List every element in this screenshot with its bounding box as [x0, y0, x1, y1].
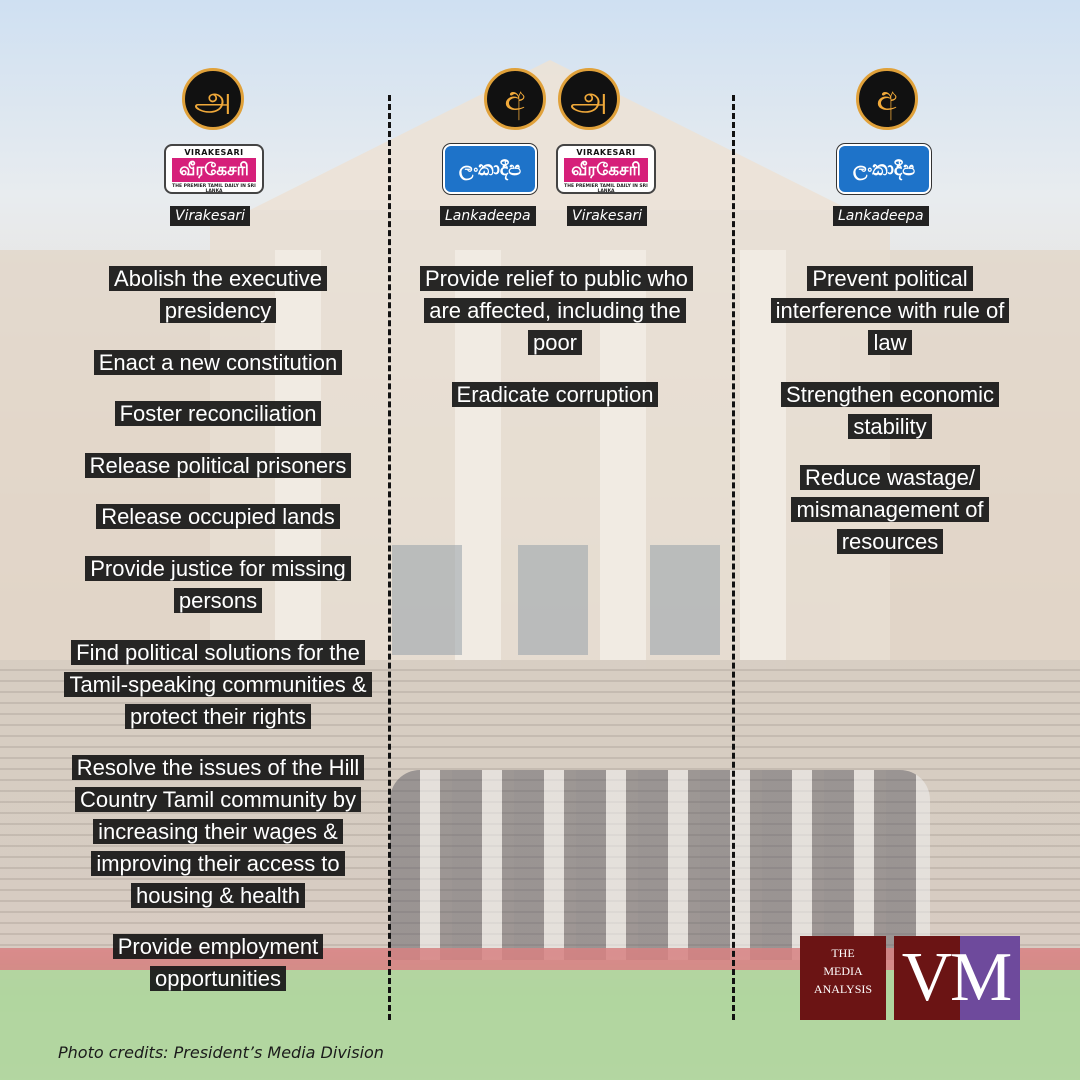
brand-wordmark: THE MEDIA ANALYSIS: [800, 936, 886, 1020]
brand-monogram: V M: [894, 936, 1020, 1020]
virakesari-logo: VIRAKESARI வீரகேசரி THE PREMIER TAMIL DA…: [164, 144, 264, 194]
pledge-item: Foster reconciliation: [68, 398, 368, 430]
brand-line-3: ANALYSIS: [813, 982, 873, 996]
pledge-item: Eradicate corruption: [420, 379, 690, 411]
paper-name-virakesari: Virakesari: [170, 206, 251, 226]
lankadeepa-logo: ලංකාදීප: [837, 144, 931, 194]
pledge-item: Abolish the executive presidency: [68, 263, 368, 327]
brand-line-1: THE: [831, 946, 855, 960]
pledge-item: Prevent political interference with rule…: [760, 263, 1020, 359]
virakesari-logo-main: வீரகேசரி: [564, 158, 648, 182]
pledge-item: Resolve the issues of the Hill Country T…: [58, 752, 378, 912]
virakesari-logo-top: VIRAKESARI: [184, 148, 244, 157]
pledge-item: Find political solutions for the Tamil-s…: [58, 637, 378, 733]
virakesari-logo: VIRAKESARI வீரகேசரி THE PREMIER TAMIL DA…: [556, 144, 656, 194]
lankadeepa-logo-main: ලංකාදීප: [458, 158, 522, 180]
virakesari-logo-sub: THE PREMIER TAMIL DAILY IN SRI LANKA: [172, 184, 256, 194]
paper-name-virakesari: Virakesari: [567, 206, 648, 226]
virakesari-logo-main: வீரகேசரி: [172, 158, 256, 182]
paper-name-lankadeepa: Lankadeepa: [833, 206, 929, 226]
pledge-item: Provide justice for missing persons: [68, 553, 368, 617]
background-group-photo: [390, 770, 930, 960]
background-building-pediment: [250, 60, 850, 210]
brand-monogram-m: M: [950, 936, 1020, 1020]
paper-name-lankadeepa: Lankadeepa: [440, 206, 536, 226]
pledge-item: Provide employment opportunities: [68, 931, 368, 995]
background-door: [518, 545, 588, 655]
pledge-item: Release occupied lands: [68, 501, 368, 533]
background-door: [392, 545, 462, 655]
background-door: [650, 545, 720, 655]
brand-monogram-v: V: [894, 936, 960, 1020]
pledge-item: Strengthen economic stability: [760, 379, 1020, 443]
lankadeepa-logo: ලංකාදීප: [443, 144, 537, 194]
tamil-letter-icon: அ: [558, 68, 620, 130]
column-divider: [732, 95, 735, 1020]
tamil-letter-icon: அ: [182, 68, 244, 130]
virakesari-logo-top: VIRAKESARI: [576, 148, 636, 157]
pledge-item: Provide relief to public who are affecte…: [420, 263, 693, 359]
sinhala-letter-icon: අ: [856, 68, 918, 130]
pledge-item: Enact a new constitution: [68, 347, 368, 379]
brand-line-2: MEDIA: [823, 964, 863, 978]
pledge-item: Release political prisoners: [68, 450, 368, 482]
photo-credit: Photo credits: President’s Media Divisio…: [58, 1043, 384, 1062]
virakesari-logo-sub: THE PREMIER TAMIL DAILY IN SRI LANKA: [564, 184, 648, 194]
pledge-item: Reduce wastage/ mismanagement of resourc…: [760, 462, 1020, 558]
sinhala-letter-icon: අ: [484, 68, 546, 130]
column-divider: [388, 95, 391, 1020]
lankadeepa-logo-main: ලංකාදීප: [852, 158, 916, 180]
